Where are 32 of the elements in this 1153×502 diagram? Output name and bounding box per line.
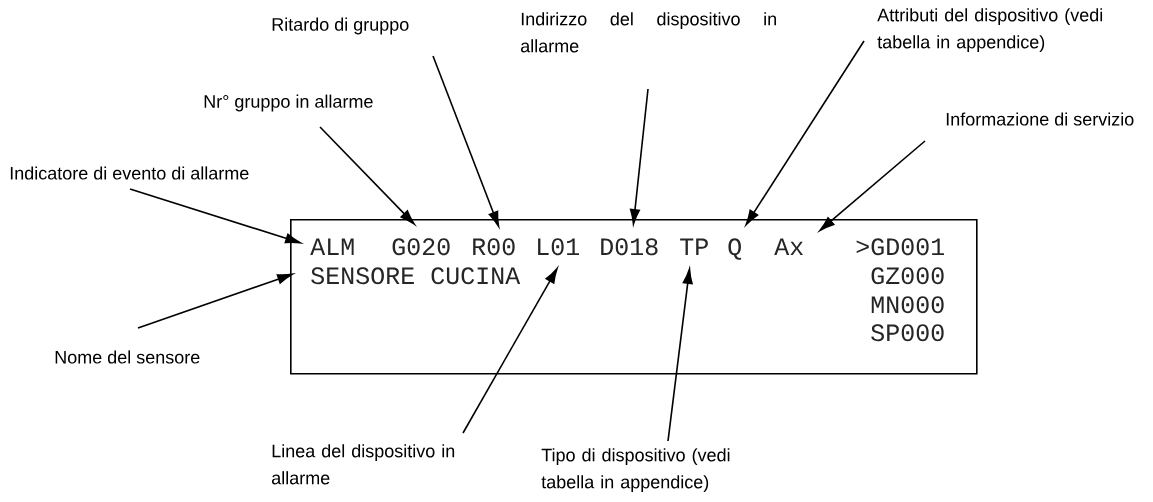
display-text: ALM	[310, 238, 354, 255]
display-text: TP	[680, 238, 708, 255]
display-text: Q	[728, 238, 742, 260]
display-text: D018	[601, 238, 658, 256]
display-text: L01	[538, 238, 579, 256]
display-text: MN000	[871, 296, 944, 314]
annotation-text: Tipo di dispositivo (vedi tabella in appendice)	[541, 448, 730, 492]
display-text: R00	[473, 238, 515, 256]
display-text: >GD001	[856, 238, 944, 256]
annotation-text: Indirizzo del dispositivo in allarme	[521, 12, 776, 53]
arrow	[819, 140, 926, 232]
arrow	[745, 40, 865, 226]
arrow	[137, 273, 293, 329]
arrow	[629, 88, 649, 225]
arrow	[129, 188, 301, 244]
annotation-text: Ritardo di gruppo	[272, 17, 409, 35]
display-text: GZ000	[871, 267, 944, 285]
annotation-text: Attributi del dispositivo (vedi tabella in appendice)	[877, 8, 1103, 52]
annotation-text: Indicatore di evento di allarme	[10, 166, 249, 180]
display-text: G020	[392, 238, 450, 256]
arrow	[667, 268, 693, 442]
annotation-text: Informazione di servizio	[946, 112, 1134, 126]
annotation-text: Nr° gruppo in allarme	[204, 94, 373, 112]
display-text: SP000	[871, 324, 944, 342]
annotation-text: Nome del sensore	[55, 350, 200, 364]
display-panel	[290, 219, 978, 375]
display-text: SENSORE CUCINA	[311, 267, 521, 285]
arrow	[462, 267, 558, 434]
arrow	[432, 55, 500, 227]
display-text: Ax	[774, 238, 804, 255]
arrow	[319, 126, 415, 225]
annotation-text: Linea del dispositivo in allarme	[272, 444, 455, 485]
